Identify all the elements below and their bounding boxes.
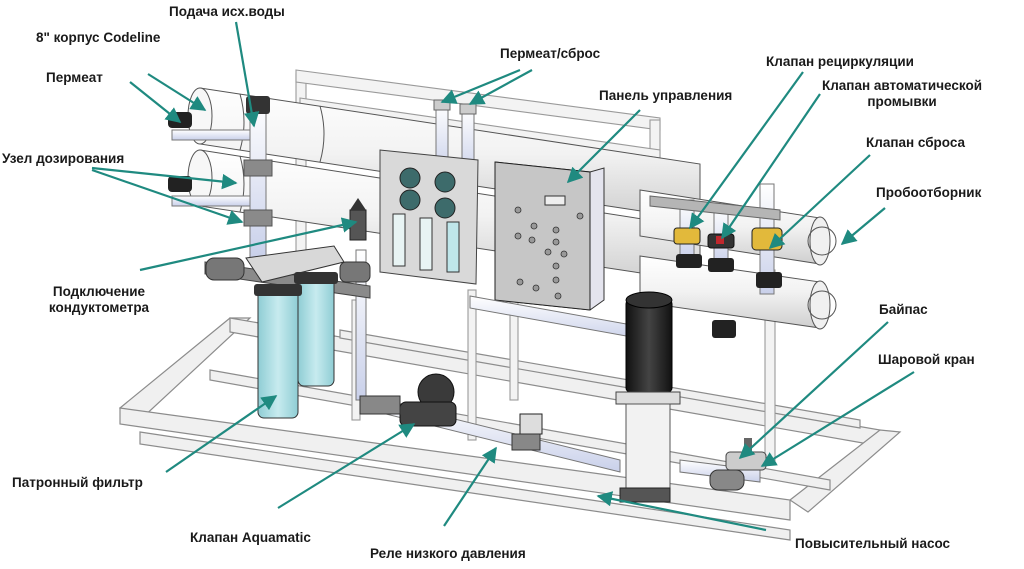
control-panel-cabinet	[494, 161, 605, 311]
label-ball-valve: Шаровой кран	[878, 352, 975, 367]
booster-pump-body	[615, 291, 681, 503]
label-sampler: Пробоотборник	[876, 185, 982, 200]
label-dosing-unit: Узел дозирования	[2, 151, 125, 166]
bypass-assembly	[709, 438, 767, 491]
aquamatic-valve-body	[359, 373, 457, 427]
leader-arrows	[91, 21, 915, 532]
label-aquamatic-valve: Клапан Aquamatic	[190, 530, 311, 545]
label-conductivity-line1: Подключение	[52, 284, 146, 299]
arrow-permeate-drain-2	[468, 69, 533, 105]
cartridge-filters	[205, 245, 371, 419]
label-bypass: Байпас	[879, 302, 928, 317]
feed-water-pipe	[243, 96, 273, 259]
flowmeter-panel	[379, 149, 479, 285]
arrow-feed-water	[234, 21, 260, 128]
label-conductivity-connection: Подключение кондуктометра	[36, 284, 162, 316]
label-auto-flush-valve: Клапан автоматической промывки	[800, 78, 1004, 110]
arrow-auto-flush	[721, 93, 821, 240]
arrow-dosing-1	[91, 166, 238, 190]
label-booster-pump: Повысительный насос	[795, 536, 951, 551]
arrow-drain-valve	[768, 154, 871, 250]
low-pressure-relay-body	[511, 413, 543, 451]
label-permeate: Пермеат	[46, 70, 103, 85]
label-auto-flush-valve-line2: промывки	[867, 94, 937, 109]
label-drain-valve: Клапан сброса	[866, 135, 966, 150]
arrow-codeline-housing	[147, 73, 207, 111]
arrow-ball-valve	[760, 371, 915, 467]
valve-cluster	[649, 183, 783, 338]
label-feed-water: Подача исх.воды	[169, 4, 285, 19]
arrow-aquamatic	[277, 423, 416, 509]
arrow-bypass	[738, 321, 889, 460]
label-low-pressure-relay: Реле низкого давления	[370, 546, 526, 561]
arrow-conductivity	[139, 217, 358, 272]
label-conductivity-line2: кондуктометра	[48, 300, 150, 315]
label-recirculation-valve: Клапан рециркуляции	[766, 54, 914, 69]
arrow-cartridge-filter	[165, 395, 278, 473]
label-cartridge-filter: Патронный фильтр	[12, 475, 143, 490]
label-auto-flush-valve-line1: Клапан автоматической	[821, 78, 983, 93]
label-control-panel: Панель управления	[599, 88, 733, 103]
arrow-permeate-drain-1	[440, 68, 521, 104]
arrow-permeate	[129, 81, 182, 123]
arrow-low-pressure-relay	[443, 446, 497, 527]
arrow-control-panel	[566, 109, 641, 184]
label-codeline-housing: 8" корпус Codeline	[36, 30, 161, 45]
arrow-dosing-2	[91, 168, 244, 225]
label-permeate-drain: Пермеат/сброс	[500, 46, 601, 61]
arrow-recirculation	[689, 71, 804, 230]
arrow-sampler	[840, 207, 886, 245]
arrow-booster-pump	[596, 491, 767, 532]
vessel-lower-right	[639, 255, 837, 330]
